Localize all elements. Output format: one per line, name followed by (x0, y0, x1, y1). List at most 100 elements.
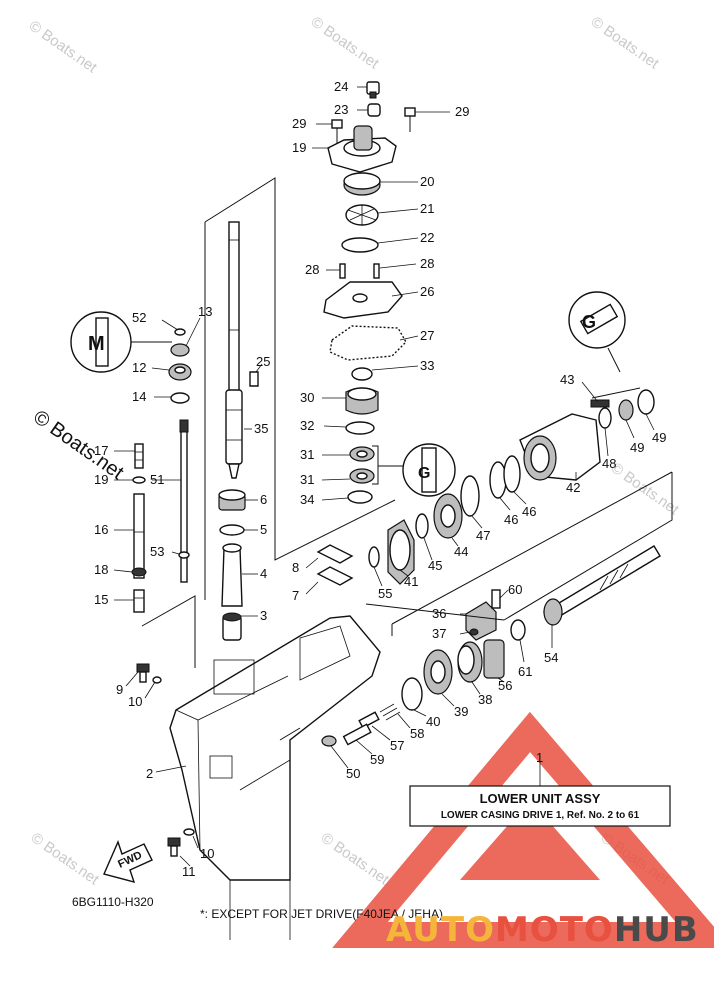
callout-29: 29 (292, 116, 306, 131)
drawing-code: 6BG1110-H320 (72, 895, 154, 909)
callout-12: 12 (132, 360, 146, 375)
callout-1: 1 (536, 750, 543, 765)
callout-46: 46 (522, 504, 536, 519)
watermark-large: © Boats.net (29, 406, 128, 484)
callout-19: 19 (94, 472, 108, 487)
callout-20: 20 (420, 174, 434, 189)
callout-2: 2 (146, 766, 153, 781)
brand-wordmark: AUTOMOTOHUB (386, 910, 699, 950)
callout-25: 25 (256, 354, 270, 369)
watermark: © Boats.net (318, 829, 393, 888)
callout-35: 35 (254, 421, 268, 436)
assembly-subtitle: LOWER CASING DRIVE 1, Ref. No. 2 to 61 (441, 810, 640, 821)
callout-32: 32 (300, 418, 314, 433)
leader-lines (113, 86, 655, 867)
assembly-info-box: LOWER UNIT ASSY LOWER CASING DRIVE 1, Re… (409, 785, 671, 827)
svg-text:G: G (582, 312, 596, 332)
svg-text:G: G (418, 465, 430, 482)
callout-16: 16 (94, 522, 108, 537)
callout-28: 28 (305, 262, 319, 277)
callout-30: 30 (300, 390, 314, 405)
callout-45: 45 (428, 558, 442, 573)
callout-6: 6 (260, 492, 267, 507)
footnote: *: EXCEPT FOR JET DRIVE(F40JEA / JEHA) (200, 907, 443, 921)
callout-21: 21 (420, 201, 434, 216)
callout-19: 19 (292, 140, 306, 155)
gear-group: G G (279, 291, 673, 747)
callout-54: 54 (544, 650, 558, 665)
callout-7: 7 (292, 588, 299, 603)
callout-5: 5 (260, 522, 267, 537)
watermark: © Boats.net (26, 17, 101, 76)
callout-44: 44 (454, 544, 468, 559)
drive-shaft-group (218, 221, 259, 641)
lower-casing (136, 615, 381, 940)
callout-4: 4 (260, 566, 267, 581)
assembly-bracket (204, 177, 396, 600)
watermark: © Boats.net (608, 459, 683, 518)
callout-50: 50 (346, 766, 360, 781)
callout-43: 43 (560, 372, 574, 387)
callout-61: 61 (518, 664, 532, 679)
callout-49: 49 (630, 440, 644, 455)
callout-9: 9 (116, 682, 123, 697)
callout-58: 58 (410, 726, 424, 741)
callout-36: 36 (432, 606, 446, 621)
callout-52: 52 (132, 310, 146, 325)
callout-22: 22 (420, 230, 434, 245)
callout-23: 23 (334, 102, 348, 117)
fwd-arrow-icon: FWD (103, 840, 153, 884)
callout-24: 24 (334, 79, 348, 94)
svg-text:M: M (88, 333, 105, 355)
watermark: © Boats.net (28, 829, 103, 888)
callout-60: 60 (508, 582, 522, 597)
callout-27: 27 (420, 328, 434, 343)
water-pump-group (323, 81, 416, 504)
callout-55: 55 (378, 586, 392, 601)
callout-48: 48 (602, 456, 616, 471)
callout-38: 38 (478, 692, 492, 707)
callout-26: 26 (420, 284, 434, 299)
callout-49: 49 (652, 430, 666, 445)
callout-28: 28 (420, 256, 434, 271)
anode-plates (316, 544, 354, 586)
callout-15: 15 (94, 592, 108, 607)
callout-10: 10 (200, 846, 214, 861)
svg-text:AUTOMOTOHUB: AUTOMOTOHUB (386, 910, 699, 950)
callout-18: 18 (94, 562, 108, 577)
callout-31: 31 (300, 472, 314, 487)
callout-53: 53 (150, 544, 164, 559)
callout-labels: 24 23 29 29 19 20 21 22 28 28 26 27 33 3… (94, 79, 666, 879)
assembly-title: LOWER UNIT ASSY (480, 791, 601, 806)
callout-8: 8 (292, 560, 299, 575)
callout-3: 3 (260, 608, 267, 623)
callout-39: 39 (454, 704, 468, 719)
callout-56: 56 (498, 678, 512, 693)
callout-31: 31 (300, 447, 314, 462)
callout-11: 11 (182, 864, 196, 879)
shift-rod-group: M (70, 311, 196, 668)
brand-triangle (332, 711, 714, 948)
callout-47: 47 (476, 528, 490, 543)
brand-moto: MOTO (495, 910, 614, 950)
callout-34: 34 (300, 492, 314, 507)
callout-13: 13 (198, 304, 212, 319)
callout-46: 46 (504, 512, 518, 527)
callout-14: 14 (132, 389, 146, 404)
callout-57: 57 (390, 738, 404, 753)
callout-59: 59 (370, 752, 384, 767)
callout-37: 37 (432, 626, 446, 641)
brand-auto: AUTO (386, 910, 495, 950)
callout-40: 40 (426, 714, 440, 729)
callout-33: 33 (420, 358, 434, 373)
callout-51: 51 (150, 472, 164, 487)
callout-29: 29 (455, 104, 469, 119)
watermark: © Boats.net (308, 13, 383, 72)
callout-41: 41 (404, 574, 418, 589)
watermark: © Boats.net (588, 13, 663, 72)
callout-42: 42 (566, 480, 580, 495)
brand-hub: HUB (614, 910, 699, 950)
callout-10: 10 (128, 694, 142, 709)
callout-17: 17 (94, 443, 108, 458)
